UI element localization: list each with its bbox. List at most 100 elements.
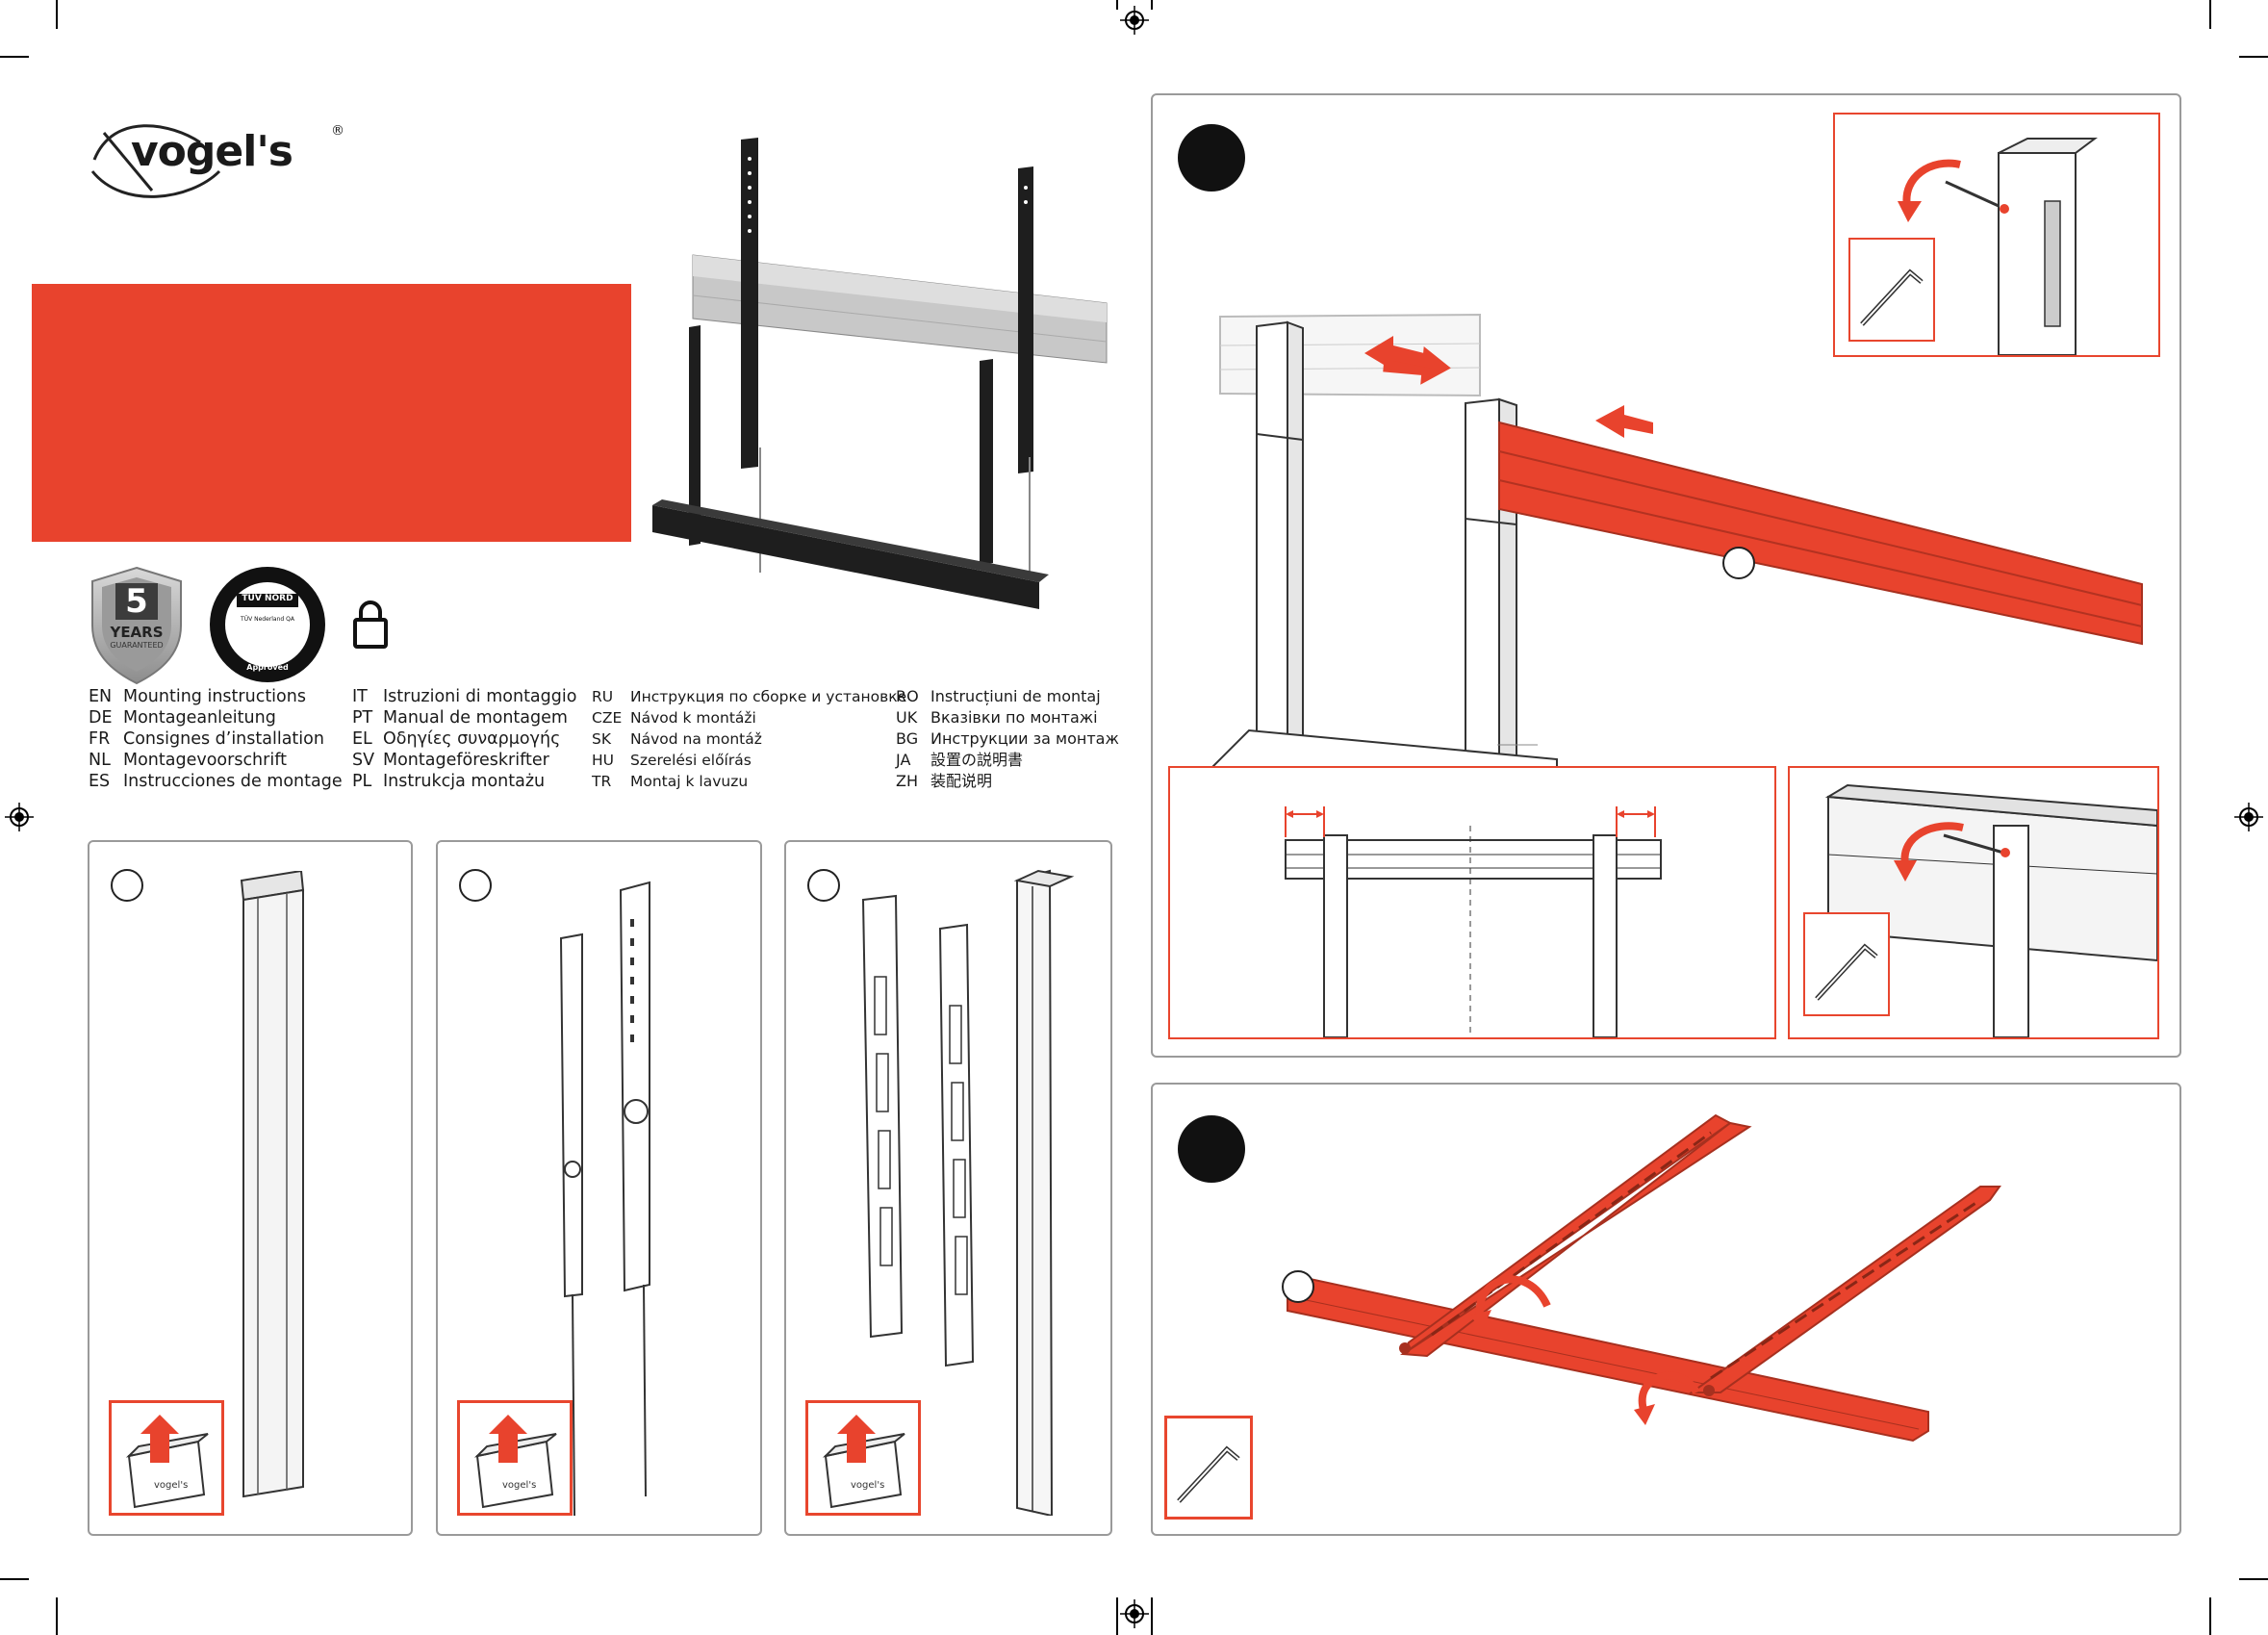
language-row: PT Manual de montagem <box>352 707 576 728</box>
warranty-years: YEARS <box>110 624 164 641</box>
language-name: Manual de montagem <box>383 708 568 728</box>
crop-mark <box>56 1597 58 1635</box>
language-name: Инструкции за монтаж <box>930 729 1119 748</box>
language-row: JA 設置の説明書 <box>896 750 1119 771</box>
language-code: BG <box>896 729 919 748</box>
language-code: JA <box>896 751 911 769</box>
language-code: RO <box>896 687 919 705</box>
language-row: ES Instrucciones de montage <box>89 771 343 792</box>
language-row: CZE Návod k montáži <box>592 707 906 728</box>
language-code: NL <box>89 751 111 770</box>
brand-logo: vogel's ® <box>85 114 373 210</box>
step-1-detail-spacing <box>1168 766 1776 1039</box>
language-code: PT <box>352 708 373 728</box>
language-name: Instrukcja montażu <box>383 772 546 791</box>
language-name: Istruzioni di montaggio <box>383 687 577 706</box>
column-spacing-detail <box>1285 806 1662 1037</box>
hex-key-box <box>1164 1416 1253 1520</box>
tuv-top-text: TÜV NORD <box>242 594 293 603</box>
package-icon: vogel's <box>822 1415 905 1509</box>
language-code: EN <box>89 687 113 706</box>
logo-registered-mark: ® <box>331 123 344 139</box>
package-label: vogel's <box>154 1480 188 1491</box>
hex-key-icon <box>1860 268 1924 326</box>
language-code: EL <box>352 729 372 749</box>
language-code: HU <box>592 752 615 769</box>
crop-mark <box>1116 0 1118 10</box>
language-code: FR <box>89 729 111 749</box>
hero-mount-illustration <box>652 138 1108 609</box>
step-2-panel <box>1151 1083 2181 1536</box>
step-1-detail-top <box>1833 113 2160 357</box>
tuv-approval-badge <box>210 567 325 682</box>
language-code: ES <box>89 772 111 791</box>
language-name: Montageföreskrifter <box>383 751 549 770</box>
language-code: RU <box>592 688 614 705</box>
crossbar-assembly-illustration <box>1282 1113 2001 1443</box>
language-row: PL Instrukcja montażu <box>352 771 576 792</box>
hex-key-icon <box>1815 943 1878 1001</box>
language-row: IT Istruzioni di montaggio <box>352 686 576 707</box>
language-name: Instrucciones de montage <box>123 772 343 791</box>
parts-panel-bar: vogel's <box>88 840 413 1536</box>
language-code: IT <box>352 687 368 706</box>
parts-panel-arms: vogel's <box>436 840 762 1536</box>
language-name: Consignes d’installation <box>123 729 324 749</box>
language-row: FR Consignes d’installation <box>89 728 343 750</box>
lock-icon <box>353 600 388 649</box>
parts-panel-brackets: vogel's <box>784 840 1112 1536</box>
registration-mark-icon <box>1120 1599 1149 1628</box>
language-name: Instrucțiuni de montaj <box>930 687 1101 705</box>
warranty-number: 5 <box>115 583 158 620</box>
language-row: DE Montageanleitung <box>89 707 343 728</box>
language-row: EL Οδηγίες συναρμογής <box>352 728 576 750</box>
language-name: 設置の説明書 <box>930 751 1024 769</box>
language-code: DE <box>89 708 113 728</box>
mounting-arms-part <box>559 881 650 1516</box>
package-icon: vogel's <box>125 1415 209 1509</box>
crop-mark <box>2239 56 2268 58</box>
package-icon-box: vogel's <box>805 1400 921 1516</box>
hex-key-box <box>1803 912 1890 1016</box>
registration-mark-icon <box>1120 6 1149 35</box>
crop-mark <box>1151 0 1153 10</box>
crop-mark <box>2209 0 2211 29</box>
language-name: Návod k montáži <box>630 709 756 727</box>
language-name: Mounting instructions <box>123 687 306 706</box>
cover-banner <box>32 284 631 542</box>
tuv-middle-text: TÜV Nederland QA <box>241 616 294 623</box>
part-marker <box>459 869 492 902</box>
language-code: PL <box>352 772 372 791</box>
package-label: vogel's <box>502 1480 536 1491</box>
part-marker <box>807 869 840 902</box>
language-name: Montaj k lavuzu <box>630 773 749 790</box>
crop-mark <box>0 1578 29 1580</box>
aluminium-bar-part <box>240 871 305 1498</box>
step-number-dot <box>1178 124 1245 192</box>
registration-mark-icon <box>2234 803 2263 831</box>
language-name: Montagevoorschrift <box>123 751 287 770</box>
crop-mark <box>0 56 29 58</box>
language-row: BG Инструкции за монтаж <box>896 728 1119 750</box>
language-name: Вказівки по монтажі <box>930 708 1098 727</box>
warranty-label: GUARANTEED <box>110 641 164 650</box>
step-number-dot <box>1178 1115 1245 1183</box>
bar-fixing-detail <box>1824 783 2157 1037</box>
language-name: Szerelési előírás <box>630 752 752 769</box>
language-row: NL Montagevoorschrift <box>89 750 343 771</box>
package-icon: vogel's <box>473 1415 557 1509</box>
language-name: Montageanleitung <box>123 708 276 728</box>
crop-mark <box>2239 1578 2268 1580</box>
language-name: Návod na montáž <box>630 730 762 748</box>
logo-text: vogel's <box>131 127 293 176</box>
package-label: vogel's <box>851 1480 884 1491</box>
language-code: ZH <box>896 772 918 790</box>
language-name: Οδηγίες συναρμογής <box>383 729 561 749</box>
language-code: CZE <box>592 709 623 727</box>
